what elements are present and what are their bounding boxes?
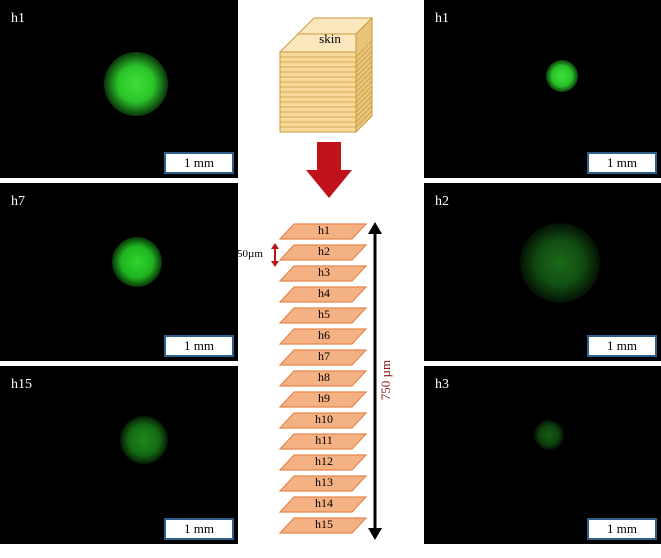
panel-label: h2 [435,194,449,209]
tissue-layers [278,223,368,534]
fluorescence-spot [104,52,168,116]
tissue-layer [278,454,368,471]
skin-block [278,16,374,134]
tissue-layer [278,391,368,408]
block-line [355,55,373,73]
tissue-layer [278,328,368,345]
block-line [355,40,373,58]
fluorescence-spot [120,416,168,464]
fluorescence-panel-left-h1: h1 1 mm [0,0,238,178]
layer-label: h7 [318,349,330,363]
layer-label: h11 [315,433,333,447]
scale-bar: 1 mm [587,518,657,540]
fluorescence-panel-left-h7: h7 1 mm [0,183,238,361]
fluorescence-panel-left-h15: h15 1 mm [0,366,238,544]
scale-bar: 1 mm [164,152,234,174]
layer-label: h5 [318,307,330,321]
layer-label: h8 [318,370,330,384]
layer-label: h6 [318,328,330,342]
panel-label: h1 [435,11,449,26]
block-line [355,60,373,78]
block-line [355,85,373,103]
layer-label: h4 [318,286,330,300]
block-line [355,100,373,118]
panel-label: h1 [11,11,25,26]
depth-arrow [368,222,382,540]
layer-label: h12 [315,454,333,468]
layer-label: h2 [318,244,330,258]
layer-label: h1 [318,223,330,237]
panel-label: h15 [11,377,32,392]
tissue-layer [278,307,368,324]
layer-label: h13 [315,475,333,489]
block-line [355,80,373,98]
layer-label: h14 [315,496,333,510]
tissue-layer [278,370,368,387]
total-depth-label: 750 µm [378,359,393,401]
fluorescence-panel-right-h3: h3 1 mm [424,366,661,544]
fluorescence-spot [534,420,564,450]
tissue-layer [278,349,368,366]
block-line [355,105,373,123]
block-line [355,95,373,113]
panel-label: h3 [435,377,449,392]
layer-label: h3 [318,265,330,279]
tissue-layer [278,286,368,303]
block-line [355,45,373,63]
panel-label: h7 [11,194,25,209]
down-arrow [306,142,352,198]
block-line [355,70,373,88]
tissue-layer [278,433,368,450]
tissue-layer [278,265,368,282]
block-layer-lines [280,40,373,128]
tissue-layer [278,517,368,534]
tissue-layer [278,412,368,429]
layer-thickness-arrow [271,243,279,267]
block-line [355,90,373,108]
fluorescence-panel-right-h2: h2 1 mm [424,183,661,361]
layer-label: h10 [315,412,333,426]
tissue-layer [278,244,368,261]
scale-bar: 1 mm [164,518,234,540]
layer-thickness-label: 50µm [237,248,263,260]
layer-label: h15 [315,517,333,531]
fluorescence-spot [546,60,578,92]
block-line [355,110,373,128]
block-line [355,50,373,68]
scale-bar: 1 mm [587,152,657,174]
tissue-layer [278,475,368,492]
fluorescence-spot [520,223,600,303]
fluorescence-panel-right-h1: h1 1 mm [424,0,661,178]
block-line [355,65,373,83]
fluorescence-spot [112,237,162,287]
scale-bar: 1 mm [587,335,657,357]
layer-label: h9 [318,391,330,405]
block-line [355,75,373,93]
tissue-layer [278,496,368,513]
skin-label: skin [319,31,341,46]
scale-bar: 1 mm [164,335,234,357]
tissue-layer [278,223,368,240]
